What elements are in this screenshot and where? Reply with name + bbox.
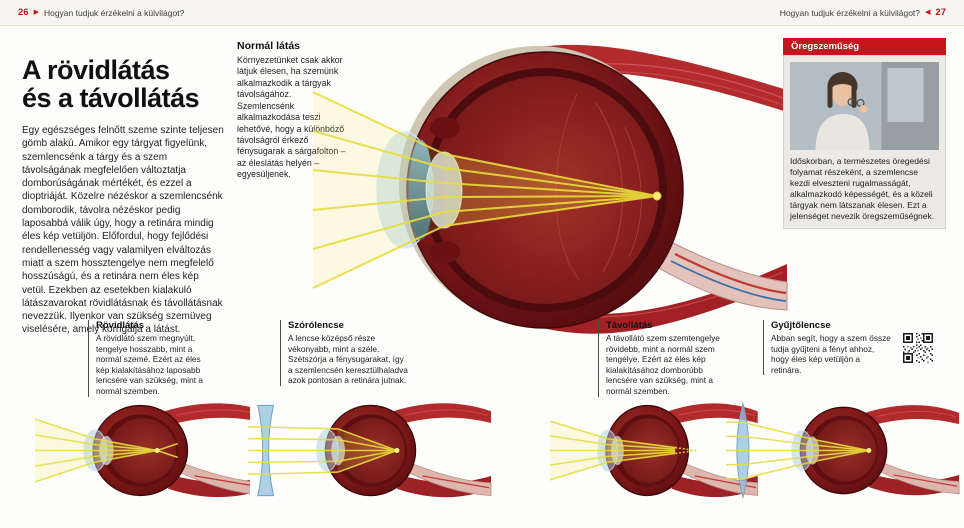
normal-vision-body: Környezetünket csak akkor látjuk élesen,… (237, 55, 346, 180)
diverging-lens-body: A lencse középső része vékonyabb, mint a… (288, 333, 408, 386)
running-title-left: Hogyan tudjuk érzékelni a külvilágot? (43, 7, 185, 18)
article-body: Egy egészséges felnőtt szeme szinte telj… (22, 125, 224, 336)
article-title: A rövidlátás és a távollátás (22, 55, 200, 114)
hyperopia-eye-diagram (550, 402, 759, 498)
qr-code (903, 333, 933, 363)
myopia-title: Rövidlátás (96, 320, 145, 331)
diverging-lens-title: Szórólencse (288, 320, 344, 331)
presbyopia-title: Öregszeműség (783, 38, 946, 55)
converging-lens-body: Abban segít, hogy a szem össze tudja gyű… (771, 333, 891, 375)
myopia-body: A rövidlátó szem megnyúlt, tengelye hoss… (96, 333, 203, 397)
header-left: 26 ▶ Hogyan tudjuk érzékelni a külvilágo… (18, 7, 184, 18)
page-number-right: 27 (935, 7, 946, 18)
presbyopia-photo (790, 62, 939, 150)
presbyopia-box: Időskorban, a természetes öregedési foly… (783, 55, 946, 230)
page-header: 26 ▶ Hogyan tudjuk érzékelni a külvilágo… (0, 0, 964, 26)
normal-vision-block: Normál látás Környezetünket csak akkor l… (237, 40, 349, 181)
label-converging-lens: Gyűjtőlencse Abban segít, hogy a szem ös… (763, 320, 891, 376)
page-number-left: 26 (18, 7, 29, 18)
header-right: Hogyan tudjuk érzékelni a külvilágot? ◀ … (780, 7, 946, 18)
hyperopia-body: A távollátó szem szemtengelye rövidebb, … (606, 333, 720, 397)
presbyopia-body: Időskorban, a természetes öregedési foly… (790, 156, 935, 222)
label-diverging-lens: Szórólencse A lencse középső része vékon… (280, 320, 408, 387)
label-myopia: Rövidlátás A rövidlátó szem megnyúlt, te… (88, 320, 210, 397)
converging-lens-diagram (726, 401, 960, 500)
header-arrow-right-icon: ▶ (33, 9, 39, 16)
diverging-lens-diagram (248, 402, 492, 498)
myopia-eye-diagram (35, 402, 250, 498)
converging-lens-title: Gyűjtőlencse (771, 320, 831, 331)
label-hyperopia: Távollátás A távollátó szem szemtengelye… (598, 320, 732, 397)
presbyopia-sidebar: Öregszeműség Időskorban, a természetes ö… (783, 38, 946, 230)
hyperopia-title: Távollátás (606, 320, 653, 331)
header-arrow-left-icon: ◀ (925, 9, 931, 16)
running-title-right: Hogyan tudjuk érzékelni a külvilágot? (779, 7, 921, 18)
eye-anatomy-illustration (312, 44, 788, 334)
normal-vision-title: Normál látás (237, 40, 301, 52)
